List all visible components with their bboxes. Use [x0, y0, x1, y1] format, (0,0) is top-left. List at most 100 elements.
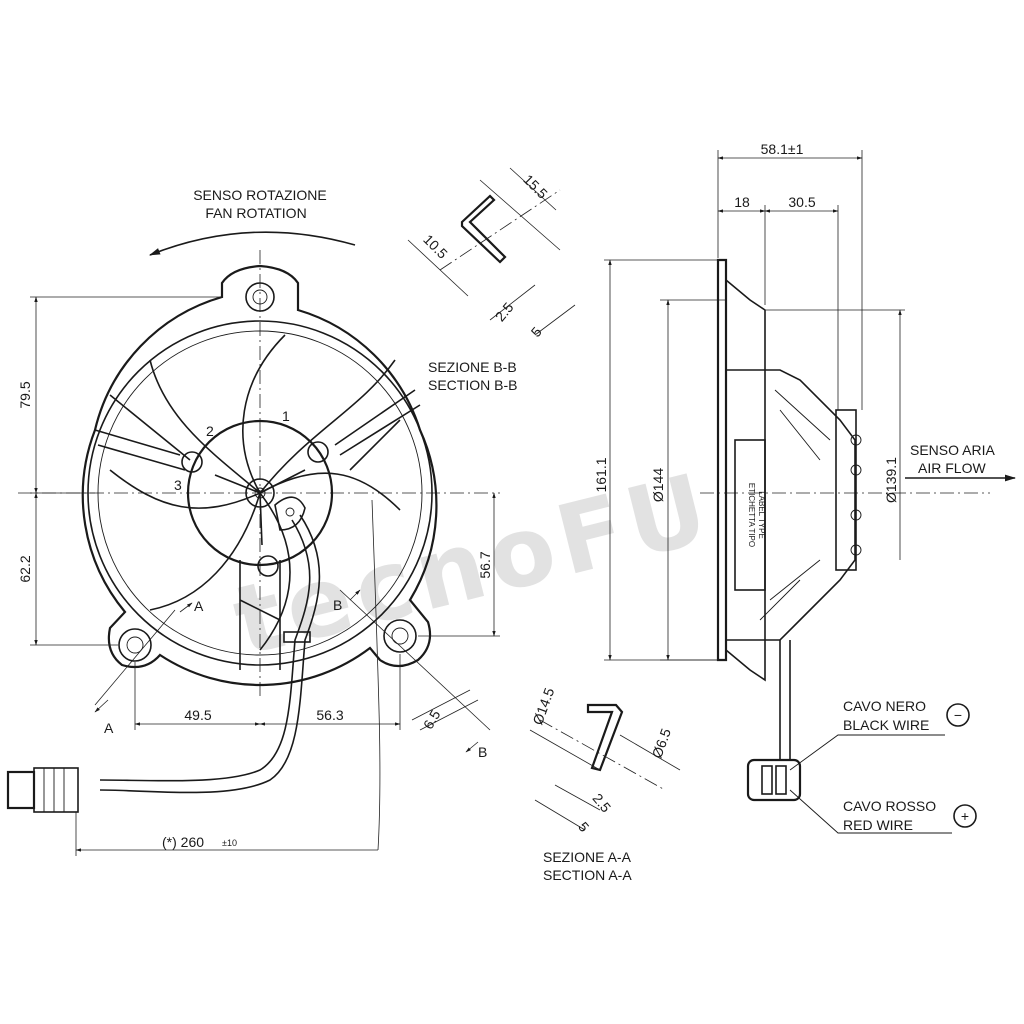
- section-aa-2-5-line: [554, 784, 601, 811]
- hub-screw-right: [307, 441, 329, 463]
- air-flow-label-it: SENSO ARIA: [910, 442, 995, 458]
- cut-label-a-top: A: [194, 598, 204, 614]
- dim-79-5: 79.5: [17, 381, 33, 408]
- section-bb-title-en: SECTION B-B: [428, 377, 517, 393]
- strut-left: [94, 394, 191, 471]
- black-wire-label-it: CAVO NERO: [843, 698, 926, 714]
- dim-49-5: 49.5: [184, 707, 211, 723]
- front-view: 1 2 3 SENSO ROTAZIONE FAN ROTATION A A B…: [6, 187, 500, 856]
- positive-symbol-icon: [953, 804, 977, 828]
- section-a-arrow-bottom: [94, 699, 109, 713]
- dim-144: Ø144: [650, 468, 666, 502]
- section-bb-title-it: SEZIONE B-B: [428, 359, 517, 375]
- dim-58-1: 58.1±1: [761, 141, 804, 157]
- left-mount-hole: [118, 628, 152, 662]
- fan-rotation-label-en: FAN ROTATION: [205, 205, 306, 221]
- blade-1: [242, 334, 286, 494]
- top-mount-hole-inner: [252, 289, 268, 305]
- cut-label-b-top: B: [333, 597, 342, 613]
- label-type-en: LABEL TYPE: [757, 491, 766, 539]
- watermark-text: tecnoFU: [223, 451, 723, 678]
- side-motor-body: [726, 369, 856, 641]
- dim-139-1: Ø139.1: [883, 457, 899, 503]
- negative-symbol: −: [954, 707, 962, 723]
- section-aa-dim-5: 5: [575, 819, 592, 835]
- hub-screw-bottom: [257, 555, 279, 577]
- section-aa-5-line: [534, 799, 586, 831]
- dim-56-7: 56.7: [477, 551, 493, 578]
- hub-spokes: [214, 469, 306, 546]
- blade-number-2: 2: [206, 423, 214, 439]
- section-bb: 15.5 10.5 2.5 5 SEZIONE B-B SECTION B-B: [407, 167, 576, 393]
- blade-3: [259, 492, 291, 651]
- blade-number-3: 3: [174, 477, 182, 493]
- section-aa-title-it: SEZIONE A-A: [543, 849, 632, 865]
- power-cable-b: [99, 519, 311, 782]
- cut-label-a-bottom: A: [104, 720, 114, 736]
- label-plate: [734, 439, 766, 591]
- section-b-arrow-top: [349, 589, 361, 601]
- negative-symbol-icon: [946, 703, 970, 727]
- side-wire: [779, 640, 791, 760]
- blade-6: [259, 359, 396, 494]
- air-flow-label-en: AIR FLOW: [918, 460, 986, 476]
- side-connector-pin-1: [761, 765, 773, 795]
- left-mount-hole-inner: [126, 636, 144, 654]
- section-a-cutline: [94, 609, 176, 706]
- section-aa-title-en: SECTION A-A: [543, 867, 632, 883]
- section-bb-dim-15-5: 15.5: [520, 171, 551, 202]
- section-bb-profile: [460, 194, 507, 264]
- rotation-arrow: [148, 231, 356, 256]
- red-wire-label-en: RED WIRE: [843, 817, 913, 833]
- blade-7: [149, 492, 261, 611]
- black-wire-label-en: BLACK WIRE: [843, 717, 929, 733]
- blade-5: [149, 359, 261, 494]
- hub-screw-left: [181, 451, 203, 473]
- dim-161-1: 161.1: [593, 457, 609, 492]
- dim-30-5: 30.5: [788, 194, 815, 210]
- section-aa-dim-2-5: 2.5: [589, 790, 614, 815]
- connector-head: [6, 770, 36, 810]
- section-a-arrow-top: [179, 602, 193, 613]
- dim-260-tolerance: ±10: [222, 838, 237, 848]
- label-type-it: ETICHETTA TIPO: [747, 483, 756, 547]
- cable-tie: [283, 631, 311, 643]
- side-flange: [716, 258, 728, 662]
- section-bb-dim-2-5: 2.5: [492, 299, 517, 324]
- strut-bottom: [239, 560, 281, 670]
- red-wire-leader: [789, 789, 952, 834]
- side-ribs: [759, 389, 831, 621]
- positive-symbol: +: [961, 808, 969, 824]
- power-cable-a: [99, 514, 321, 794]
- section-bb-centerline: [439, 189, 561, 271]
- section-aa: Ø14.5 Ø6.5 2.5 5 SEZIONE A-A SECTION A-A: [529, 685, 681, 883]
- cable-gland-hole: [285, 507, 295, 517]
- black-wire-leader: [789, 734, 945, 771]
- watermark: tecnoFU: [223, 451, 723, 678]
- side-connector-pin-2: [775, 765, 787, 795]
- dim-18: 18: [734, 194, 750, 210]
- blade-4: [109, 469, 261, 509]
- side-view: ETICHETTA TIPO LABEL TYPE 58.1±1 18 30.5…: [593, 141, 1017, 834]
- dim-260-extension: [371, 499, 381, 851]
- side-shroud: [725, 279, 766, 682]
- section-aa-centerline: [539, 719, 666, 791]
- red-wire-label-it: CAVO ROSSO: [843, 798, 936, 814]
- connector-body: [33, 767, 79, 813]
- fan-shroud: [81, 264, 438, 686]
- side-connector: [746, 758, 802, 802]
- section-aa-dim-6-5: Ø6.5: [649, 726, 674, 760]
- section-bb-2-5-line: [489, 284, 536, 321]
- side-motor-cap: [835, 409, 857, 571]
- section-aa-dim-14-5: Ø14.5: [529, 685, 557, 727]
- section-b-arrow-bottom: [465, 741, 479, 753]
- dim-260: (*) 260: [162, 834, 204, 850]
- dim-56-3: 56.3: [316, 707, 343, 723]
- section-bb-dim-5: 5: [528, 324, 545, 340]
- section-bb-5-line: [534, 304, 576, 336]
- top-mount-hole: [245, 282, 275, 312]
- fan-rotation-label-it: SENSO ROTAZIONE: [193, 187, 327, 203]
- blade-number-1: 1: [282, 408, 290, 424]
- connector-plug: [6, 767, 79, 813]
